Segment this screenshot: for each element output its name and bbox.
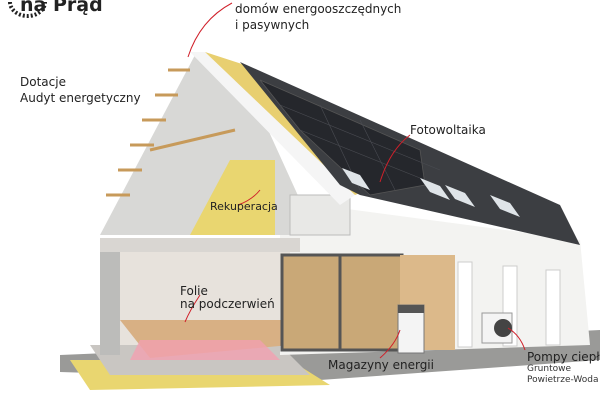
logo-mark-icon bbox=[8, 1, 47, 18]
label-rekuperacja: Rekuperacja bbox=[210, 200, 278, 213]
label-fotowoltaika: Fotowoltaika bbox=[410, 123, 486, 137]
glass-wall bbox=[280, 253, 404, 352]
skylight bbox=[490, 195, 520, 217]
label-dotacje: Dotacje bbox=[20, 75, 66, 89]
label-top-line2: i pasywnych bbox=[235, 18, 310, 32]
label-magazyny: Magazyny energii bbox=[328, 358, 434, 372]
label-pompy: Pompy ciepła bbox=[527, 350, 600, 364]
pv-panels bbox=[259, 79, 426, 196]
pointer-lines bbox=[184, 2, 526, 359]
infrared-foil bbox=[130, 340, 280, 360]
skylight bbox=[342, 168, 370, 190]
skylight bbox=[420, 178, 450, 200]
label-pompy-gruntowe: Gruntowe bbox=[527, 364, 572, 374]
wall-insulation bbox=[190, 160, 275, 235]
roof-edge bbox=[190, 52, 355, 205]
ceiling-slab bbox=[100, 238, 300, 252]
window bbox=[545, 269, 561, 346]
window bbox=[457, 261, 473, 348]
skylight bbox=[445, 185, 475, 207]
label-folie-line2: na podczerwień bbox=[180, 297, 275, 311]
label-pompy-powietrze: Powietrze-Woda bbox=[527, 375, 599, 385]
label-top-line1: domów energooszczędnych bbox=[235, 2, 402, 16]
label-audyt: Audyt energetyczny bbox=[20, 91, 141, 105]
label-folie-line1: Folie bbox=[180, 284, 208, 298]
logo: na Prąd bbox=[20, 0, 103, 16]
